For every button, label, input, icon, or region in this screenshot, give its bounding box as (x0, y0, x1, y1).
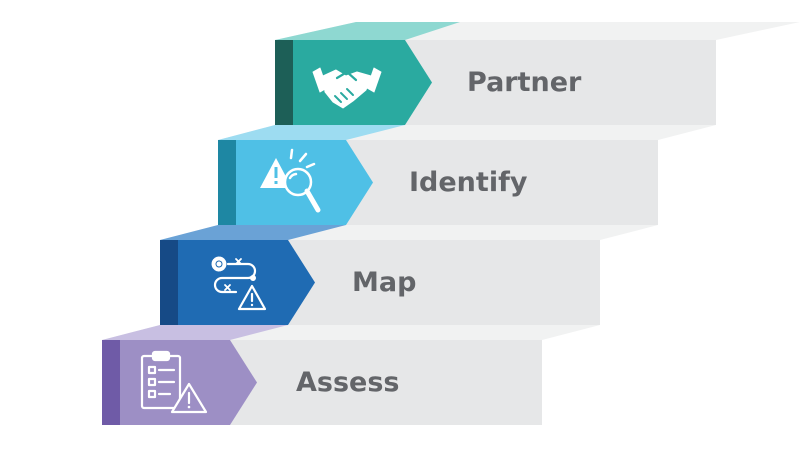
clipboard-warning-icon (140, 350, 208, 414)
step-assess-face (225, 340, 542, 425)
step-partner-tab-top-face (275, 22, 460, 40)
step-label-assess: Assess (296, 367, 400, 398)
step-identify-tab-edge (218, 140, 236, 225)
step-identify (218, 125, 716, 225)
handshake-icon (312, 67, 382, 109)
step-map-face (283, 240, 600, 325)
step-map-tab (160, 240, 315, 325)
step-map (160, 225, 658, 325)
step-label-map: Map (352, 267, 417, 298)
step-partner-face (400, 40, 716, 125)
magnifier-warning-icon (260, 148, 321, 213)
step-assess (102, 325, 600, 425)
step-assess-tab-top-face (102, 325, 288, 340)
step-label-partner: Partner (467, 67, 582, 98)
step-label-identify: Identify (409, 167, 528, 198)
process-map-warning-icon (211, 256, 267, 311)
step-partner-tab-edge (275, 40, 293, 125)
step-map-tab-top-face (160, 225, 346, 240)
step-partner (275, 22, 800, 125)
step-assess-tab-edge (102, 340, 120, 425)
step-identify-tab-top-face (218, 125, 405, 140)
step-map-tab-edge (160, 240, 178, 325)
step-identify-face (341, 140, 658, 225)
